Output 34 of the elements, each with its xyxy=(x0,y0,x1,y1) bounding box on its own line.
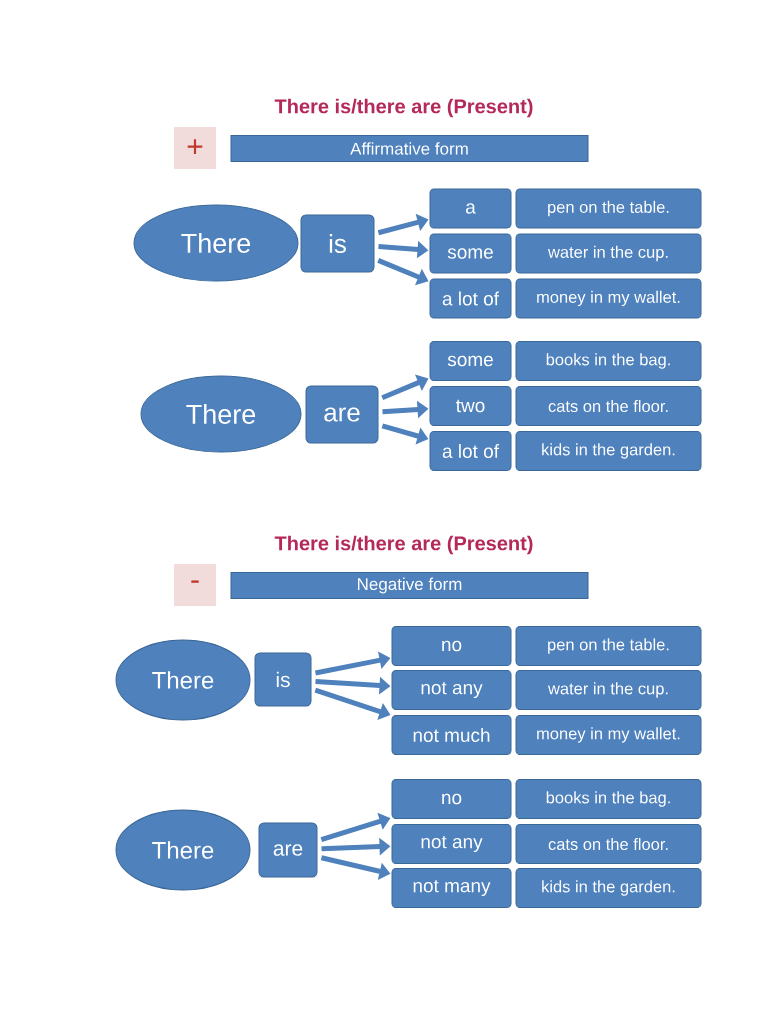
form-banner: Affirmative form xyxy=(230,135,589,162)
word-box: a lot of xyxy=(429,431,512,471)
word-box: not any xyxy=(391,670,512,710)
phrase-box: books in the bag. xyxy=(515,341,702,381)
verb-box: is xyxy=(254,652,312,707)
word-box: no xyxy=(391,779,512,819)
title: There is/there are (Present) xyxy=(274,98,533,118)
phrase-box: kids in the garden. xyxy=(515,868,702,908)
word-box: not much xyxy=(391,715,512,755)
word-box: not many xyxy=(391,868,512,908)
phrase-box: pen on the table. xyxy=(515,626,702,666)
phrase-box: water in the cup. xyxy=(515,670,702,710)
title: There is/there are (Present) xyxy=(274,535,533,555)
word-box: a xyxy=(429,188,512,229)
sign-box: + xyxy=(174,127,216,169)
word-box: not any xyxy=(391,824,512,864)
phrase-box: water in the cup. xyxy=(515,233,702,274)
verb-box: are xyxy=(305,385,379,444)
sign-box: - xyxy=(174,564,216,606)
word-box: two xyxy=(429,386,512,426)
word-box: a lot of xyxy=(429,278,512,319)
phrase-box: cats on the floor. xyxy=(515,386,702,426)
phrase-box: money in my wallet. xyxy=(515,278,702,319)
phrase-box: cats on the floor. xyxy=(515,824,702,864)
verb-box: is xyxy=(300,214,375,273)
phrase-box: kids in the garden. xyxy=(515,431,702,471)
form-banner: Negative form xyxy=(230,572,589,599)
phrase-box: pen on the table. xyxy=(515,188,702,229)
phrase-box: books in the bag. xyxy=(515,779,702,819)
verb-box: are xyxy=(258,822,318,878)
word-box: no xyxy=(391,626,512,666)
phrase-box: money in my wallet. xyxy=(515,715,702,755)
word-box: some xyxy=(429,233,512,274)
word-box: some xyxy=(429,341,512,381)
